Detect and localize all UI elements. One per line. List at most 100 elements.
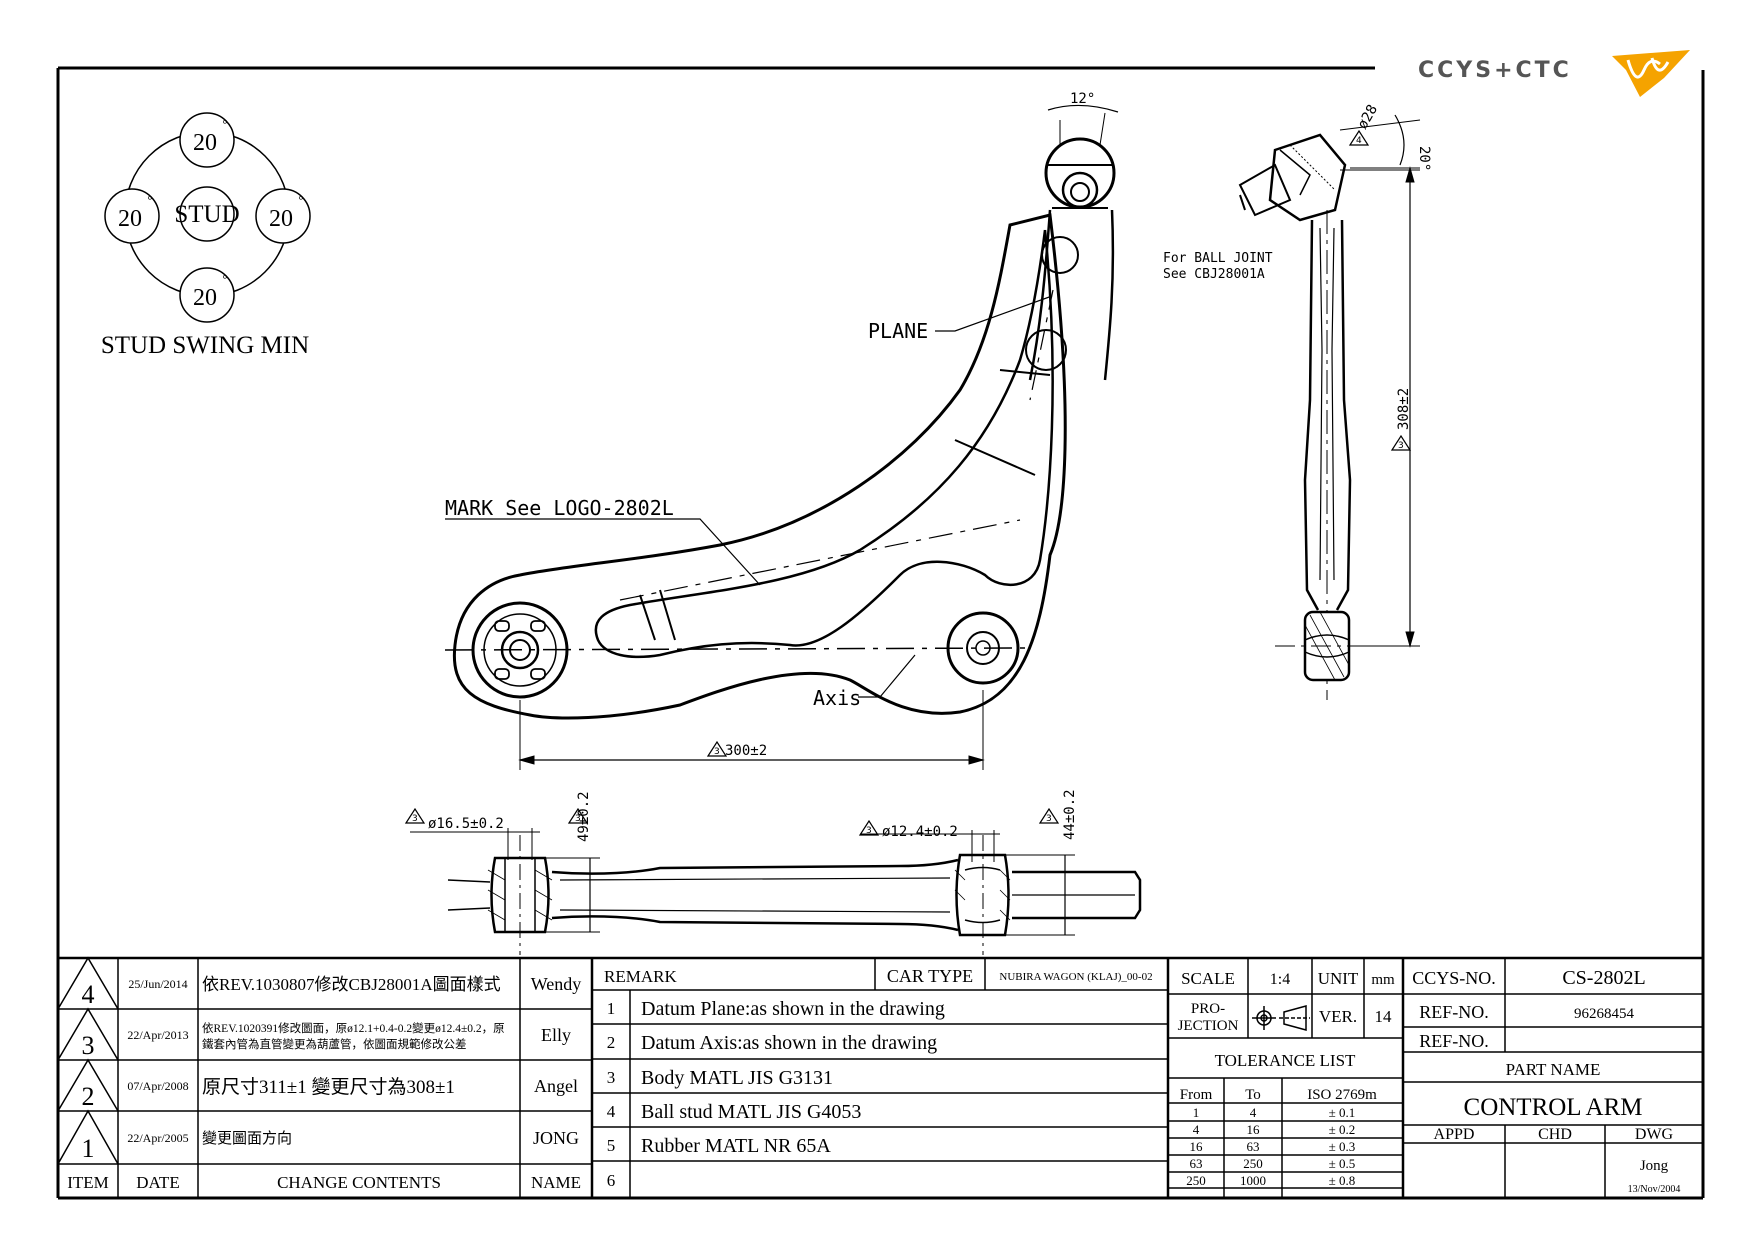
title-block-grid <box>57 956 1703 1198</box>
svg-text:5: 5 <box>607 1136 616 1155</box>
dim-bush1-width: 49±0.2 <box>576 791 592 842</box>
svg-text:20: 20 <box>269 206 293 232</box>
svg-text:CHD: CHD <box>1538 1126 1572 1143</box>
drawing-number: CS-2802L <box>1562 967 1645 989</box>
svg-text:Wendy: Wendy <box>531 974 582 994</box>
swing-circle-right <box>255 188 311 244</box>
svg-text:4: 4 <box>607 1102 616 1121</box>
plane-note: PLANE <box>868 319 928 343</box>
svg-text:°: ° <box>298 192 303 207</box>
svg-text:Body MATL JIS G3131: Body MATL JIS G3131 <box>641 1067 833 1089</box>
dim-flag-300 <box>706 740 728 757</box>
svg-text:± 0.8: ± 0.8 <box>1329 1173 1356 1188</box>
svg-text:13/Nov/2004: 13/Nov/2004 <box>1628 1184 1681 1195</box>
title-block: CCYS-NO. CS-2802L REF-NO. 96268454 REF-N… <box>1412 967 1680 1195</box>
svg-text:96268454: 96268454 <box>1574 1006 1635 1022</box>
svg-text:25/Jun/2014: 25/Jun/2014 <box>128 977 187 991</box>
svg-text:± 0.5: ± 0.5 <box>1329 1156 1356 1171</box>
svg-text:APPD: APPD <box>1434 1126 1475 1143</box>
svg-text:4: 4 <box>1356 136 1362 146</box>
svg-text:°: ° <box>222 116 227 131</box>
svg-text:2: 2 <box>82 1082 95 1111</box>
svg-text:3: 3 <box>1398 441 1404 451</box>
arm-side-view <box>1238 114 1421 700</box>
part-name: CONTROL ARM <box>1464 1094 1643 1121</box>
svg-text:4: 4 <box>1193 1122 1200 1137</box>
svg-text:JECTION: JECTION <box>1178 1018 1239 1034</box>
mark-note: MARK See LOGO-2802L <box>445 496 674 520</box>
edge-view-labels: ø16.5±0.2 49±0.2 ø12.4±0.2 44±0.2 3 3 3 … <box>412 789 1078 842</box>
stud-swing-diagram <box>104 112 311 323</box>
svg-text:依REV.1030807修改CBJ28001A圖面樣式: 依REV.1030807修改CBJ28001A圖面樣式 <box>202 975 501 994</box>
car-type: NUBIRA WAGON (KLAJ)_00-02 <box>999 971 1152 983</box>
svg-text:Elly: Elly <box>541 1025 571 1045</box>
svg-text:20: 20 <box>193 285 217 311</box>
svg-text:TOLERANCE LIST: TOLERANCE LIST <box>1215 1051 1356 1070</box>
svg-text:± 0.1: ± 0.1 <box>1329 1105 1356 1120</box>
svg-text:1000: 1000 <box>1240 1173 1266 1188</box>
svg-text:CHANGE CONTENTS: CHANGE CONTENTS <box>277 1173 441 1192</box>
svg-text:20: 20 <box>118 206 142 232</box>
svg-text:REF-NO.: REF-NO. <box>1419 1002 1489 1022</box>
svg-text:3: 3 <box>1046 814 1052 824</box>
svg-text:DWG: DWG <box>1635 1126 1674 1143</box>
svg-text:20: 20 <box>193 130 217 156</box>
dim-angle-20: 20° <box>1416 146 1432 171</box>
swing-circle-bottom <box>179 267 235 323</box>
svg-text:3: 3 <box>575 814 581 824</box>
arm-plan-labels: PLANE MARK See LOGO-2802L Axis 300±2 12° <box>445 91 1095 759</box>
svg-text:250: 250 <box>1243 1156 1263 1171</box>
dim-angle-12: 12° <box>1070 91 1095 107</box>
svg-text:mm: mm <box>1371 972 1395 988</box>
swing-circle-top <box>179 112 235 168</box>
svg-text:16: 16 <box>1247 1122 1261 1137</box>
dim-bush2-dia: ø12.4±0.2 <box>882 824 958 840</box>
svg-text:原尺寸311±1 變更尺寸為308±1: 原尺寸311±1 變更尺寸為308±1 <box>202 1076 455 1098</box>
svg-text:6: 6 <box>607 1171 616 1190</box>
svg-text:Datum Axis:as shown in the dra: Datum Axis:as shown in the drawing <box>641 1032 937 1054</box>
swing-caption: STUD SWING MIN <box>101 332 309 359</box>
svg-text:REMARK: REMARK <box>604 967 677 986</box>
svg-text:CCYS-NO.: CCYS-NO. <box>1412 968 1496 988</box>
company-logo: CCYS+CTC <box>1418 50 1690 97</box>
svg-text:3: 3 <box>412 814 418 824</box>
svg-text:°: ° <box>147 192 152 207</box>
svg-text:1: 1 <box>82 1134 95 1163</box>
svg-text:JONG: JONG <box>533 1128 579 1148</box>
svg-text:Datum Plane:as shown in the dr: Datum Plane:as shown in the drawing <box>641 998 945 1020</box>
ball-joint-note-1: For BALL JOINT <box>1163 251 1273 266</box>
svg-text:3: 3 <box>607 1068 616 1087</box>
svg-text:± 0.3: ± 0.3 <box>1329 1139 1356 1154</box>
svg-text:22/Apr/2005: 22/Apr/2005 <box>127 1131 188 1145</box>
projection-symbol <box>1252 1005 1310 1031</box>
dim-bush1-dia: ø16.5±0.2 <box>428 816 504 832</box>
stud-swing-labels: 20 20 20 20 STUD ° ° ° ° STUD SWING MIN <box>101 116 309 359</box>
ball-joint-note-2: See CBJ28001A <box>1163 267 1265 282</box>
svg-text:Rubber MATL NR 65A: Rubber MATL NR 65A <box>641 1135 831 1157</box>
svg-text:4: 4 <box>82 980 95 1009</box>
svg-text:1: 1 <box>607 999 616 1018</box>
svg-text:1: 1 <box>1193 1105 1200 1120</box>
svg-text:VER.: VER. <box>1319 1007 1357 1026</box>
axis-note: Axis <box>813 686 861 710</box>
arm-plan-view <box>444 104 1119 770</box>
dim-308: 308±2 <box>1396 388 1412 430</box>
svg-text:16: 16 <box>1190 1139 1204 1154</box>
arm-edge-view <box>404 807 1142 955</box>
svg-text:CAR TYPE: CAR TYPE <box>887 966 973 986</box>
svg-text:3: 3 <box>866 826 872 836</box>
svg-text:NAME: NAME <box>531 1173 581 1192</box>
revision-table: 4 3 2 1 25/Jun/2014 22/Apr/2013 07/Apr/2… <box>67 974 581 1192</box>
svg-text:REF-NO.: REF-NO. <box>1419 1031 1489 1051</box>
svg-text:From: From <box>1180 1087 1213 1103</box>
svg-text:STUD: STUD <box>174 201 239 228</box>
swing-circle-center <box>179 186 235 242</box>
svg-text:4: 4 <box>1250 1105 1257 1120</box>
svg-text:變更圖面方向: 變更圖面方向 <box>202 1130 292 1147</box>
svg-text:PART NAME: PART NAME <box>1506 1060 1601 1079</box>
svg-text:± 0.2: ± 0.2 <box>1329 1122 1356 1137</box>
svg-text:14: 14 <box>1375 1007 1393 1026</box>
svg-text:63: 63 <box>1190 1156 1203 1171</box>
svg-text:3: 3 <box>714 747 720 757</box>
